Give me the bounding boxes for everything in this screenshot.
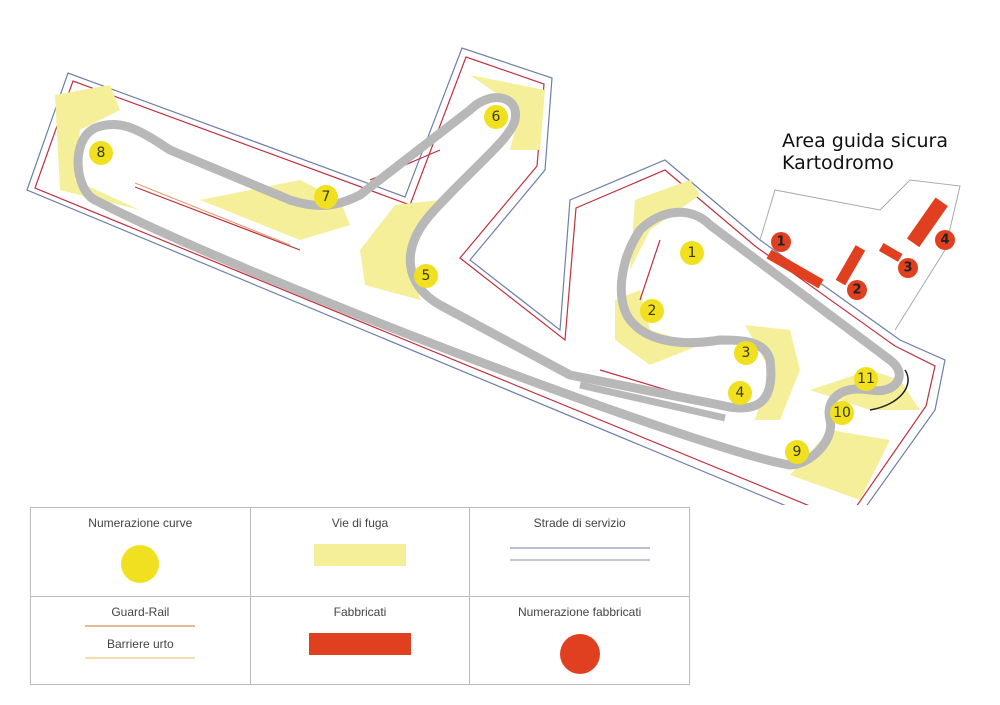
legend-curve-numbering: Numerazione curve (30, 507, 251, 597)
curve-circle (680, 241, 704, 265)
race-track (73, 93, 904, 470)
curve-circle (734, 341, 758, 365)
curve-marker: 9 (785, 440, 809, 464)
curve-marker: 5 (414, 264, 438, 288)
curve-circle (314, 185, 338, 209)
yellow-circle-icon (121, 545, 160, 583)
service-road-boundary (26, 47, 946, 505)
legend-label: Numerazione curve (88, 516, 193, 530)
runoff-swatch (313, 544, 406, 566)
building-number: 3 (903, 261, 912, 276)
building-marker: 4 (935, 230, 955, 250)
curve-circle (414, 264, 438, 288)
building-circle (771, 232, 791, 252)
legend-label: Barriere urto (106, 636, 174, 651)
building-number: 4 (940, 233, 949, 248)
building-marker: 2 (847, 280, 867, 300)
curve-number: 1 (688, 245, 697, 261)
curve-number: 10 (833, 405, 851, 421)
legend-label: Strade di servizio (533, 516, 626, 530)
legend-building-numbering: Numerazione fabbricati (469, 595, 690, 685)
curve-number: 2 (648, 303, 657, 319)
red-circle-icon (559, 633, 600, 674)
curve-circle (854, 367, 878, 391)
building-circle (898, 258, 918, 278)
curve-number: 11 (857, 371, 875, 387)
legend-table: Numerazione curve Vie di fuga Strade di … (30, 507, 690, 685)
legend-buildings: Fabbricati (249, 595, 471, 685)
legend-label: Vie di fuga (331, 516, 389, 530)
building-number: 1 (776, 235, 785, 250)
barrier (134, 182, 291, 246)
curve-number: 3 (742, 345, 751, 361)
legend-runoff: Vie di fuga (249, 507, 471, 597)
curve-marker: 4 (728, 381, 752, 405)
curve-circle (640, 299, 664, 323)
curve-marker: 2 (640, 299, 664, 323)
curve-marker: 6 (484, 105, 508, 129)
area-title: Area guida sicura Kartodromo (782, 130, 948, 174)
curve-marker: 1 (680, 241, 704, 265)
curve-marker: 11 (854, 367, 878, 391)
curve-marker: 3 (734, 341, 758, 365)
building-circle (935, 230, 955, 250)
legend-guard-rail-barriers: Guard-Rail Barriere urto (30, 595, 251, 685)
building-marker: 1 (771, 232, 791, 252)
legend-label: Guard-Rail (111, 604, 170, 619)
barrier-swatch (85, 656, 196, 659)
legend-service-roads: Strade di servizio (469, 507, 690, 597)
curve-number: 9 (793, 444, 802, 460)
curve-circle (785, 440, 809, 464)
curve-number: 4 (736, 385, 745, 401)
service-road-swatch (509, 547, 650, 561)
building-number: 2 (852, 283, 861, 298)
curve-number: 8 (97, 145, 106, 161)
curve-circle (89, 141, 113, 165)
curve-marker: 8 (89, 141, 113, 165)
building-marker: 3 (898, 258, 918, 278)
inner-track-link (579, 381, 726, 422)
curve-marker: 10 (830, 401, 854, 425)
title-line-1: Area guida sicura (782, 130, 949, 152)
curve-marker: 7 (314, 185, 338, 209)
curve-circle (484, 105, 508, 129)
track-marker (869, 369, 909, 411)
curve-number: 7 (322, 189, 331, 205)
title-line-2: Kartodromo (782, 152, 894, 174)
building-circle (847, 280, 867, 300)
curve-number: 5 (422, 268, 431, 284)
legend-label: Numerazione fabbricati (517, 604, 642, 619)
buildings (766, 197, 948, 289)
curve-number: 6 (492, 109, 501, 125)
curve-circle (830, 401, 854, 425)
curve-circle (728, 381, 752, 405)
legend-label: Fabbricati (333, 604, 387, 619)
guard-rail-swatch (85, 624, 196, 627)
building-swatch (308, 632, 411, 655)
